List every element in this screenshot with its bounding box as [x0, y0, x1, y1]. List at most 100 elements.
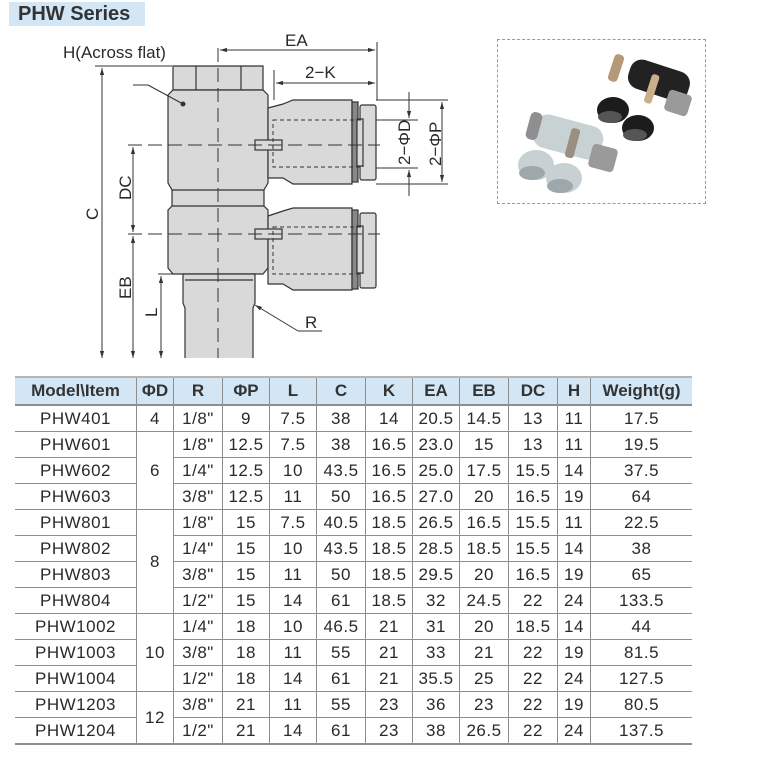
cell-model: PHW1003 — [15, 639, 137, 666]
cell-weight: 38 — [590, 535, 692, 562]
cell-phi-p: 12.5 — [222, 457, 270, 484]
cell-dc: 13 — [508, 405, 558, 432]
cell-weight: 65 — [590, 561, 692, 588]
dimension-drawing: H(Across flat) EA 2−K 2−ΦD 2−ΦP DC C EB … — [63, 31, 448, 358]
cell-weight: 22.5 — [590, 509, 692, 536]
col-header-weight: Weight(g) — [590, 377, 692, 406]
cell-l: 10 — [269, 457, 317, 484]
cell-r: 1/2" — [173, 665, 223, 692]
cell-l: 11 — [269, 561, 317, 588]
cell-model: PHW802 — [15, 535, 137, 562]
cell-r: 3/8" — [173, 639, 223, 666]
label-2k: 2−K — [305, 63, 336, 82]
cell-k: 18.5 — [365, 561, 413, 588]
cell-l: 7.5 — [269, 431, 317, 458]
col-header-phi-d: ΦD — [136, 377, 174, 406]
cell-dc: 22 — [508, 691, 558, 718]
cell-c: 61 — [316, 717, 366, 745]
cell-eb: 16.5 — [459, 509, 509, 536]
cell-phi-d: 10 — [136, 613, 174, 692]
cell-c: 46.5 — [316, 613, 366, 640]
cell-ea: 26.5 — [412, 509, 460, 536]
col-header-phi-p: ΦP — [222, 377, 270, 406]
cell-l: 14 — [269, 587, 317, 614]
cell-model: PHW801 — [15, 509, 137, 536]
cell-dc: 22 — [508, 587, 558, 614]
cell-r: 1/2" — [173, 717, 223, 745]
cell-eb: 14.5 — [459, 405, 509, 432]
cell-model: PHW1203 — [15, 691, 137, 718]
cell-eb: 21 — [459, 639, 509, 666]
lower-branch — [267, 207, 353, 291]
cell-dc: 15.5 — [508, 509, 558, 536]
cell-model: PHW401 — [15, 405, 137, 432]
cell-k: 18.5 — [365, 535, 413, 562]
cell-c: 61 — [316, 665, 366, 692]
cell-phi-p: 21 — [222, 691, 270, 718]
cell-eb: 17.5 — [459, 457, 509, 484]
cell-k: 16.5 — [365, 431, 413, 458]
cell-k: 21 — [365, 613, 413, 640]
col-header-c: C — [316, 377, 366, 406]
cell-ea: 23.0 — [412, 431, 460, 458]
upper-branch — [267, 99, 353, 185]
cell-weight: 137.5 — [590, 717, 692, 745]
cell-phi-p: 18 — [222, 665, 270, 692]
cell-h: 14 — [557, 535, 591, 562]
cell-c: 61 — [316, 587, 366, 614]
label-h-across-flat: H(Across flat) — [63, 43, 166, 62]
thread-stem — [182, 273, 256, 358]
cell-c: 55 — [316, 639, 366, 666]
cell-model: PHW1004 — [15, 665, 137, 692]
cell-model: PHW803 — [15, 561, 137, 588]
cell-weight: 81.5 — [590, 639, 692, 666]
cell-r: 1/8" — [173, 509, 223, 536]
label-2-phi-p: 2−ΦP — [426, 122, 445, 166]
cell-dc: 22 — [508, 639, 558, 666]
cell-h: 24 — [557, 665, 591, 692]
cell-dc: 16.5 — [508, 483, 558, 510]
cell-model: PHW601 — [15, 431, 137, 458]
cell-ea: 38 — [412, 717, 460, 745]
cell-ea: 32 — [412, 587, 460, 614]
col-header-l: L — [269, 377, 317, 406]
cell-r: 3/8" — [173, 561, 223, 588]
cell-eb: 18.5 — [459, 535, 509, 562]
cell-k: 21 — [365, 639, 413, 666]
cell-l: 7.5 — [269, 509, 317, 536]
cell-ea: 25.0 — [412, 457, 460, 484]
cell-r: 1/4" — [173, 535, 223, 562]
label-ea: EA — [285, 31, 308, 50]
cell-c: 40.5 — [316, 509, 366, 536]
cell-c: 55 — [316, 691, 366, 718]
cell-phi-p: 18 — [222, 639, 270, 666]
gray-fitting-image — [518, 112, 618, 193]
cell-weight: 64 — [590, 483, 692, 510]
cell-r: 3/8" — [173, 483, 223, 510]
cell-dc: 18.5 — [508, 613, 558, 640]
cell-phi-p: 21 — [222, 717, 270, 745]
cell-phi-p: 15 — [222, 535, 270, 562]
cell-h: 11 — [557, 431, 591, 458]
cell-l: 11 — [269, 483, 317, 510]
cell-l: 14 — [269, 665, 317, 692]
cell-r: 1/8" — [173, 431, 223, 458]
cell-c: 50 — [316, 483, 366, 510]
cell-ea: 31 — [412, 613, 460, 640]
cell-eb: 25 — [459, 665, 509, 692]
cell-h: 19 — [557, 483, 591, 510]
cell-h: 19 — [557, 639, 591, 666]
cell-phi-d: 12 — [136, 691, 174, 745]
cell-h: 24 — [557, 717, 591, 745]
cell-dc: 22 — [508, 717, 558, 745]
cell-weight: 127.5 — [590, 665, 692, 692]
cell-phi-p: 9 — [222, 405, 270, 432]
cell-phi-p: 12.5 — [222, 431, 270, 458]
cell-dc: 15.5 — [508, 535, 558, 562]
cell-ea: 28.5 — [412, 535, 460, 562]
cell-c: 43.5 — [316, 535, 366, 562]
cell-weight: 133.5 — [590, 587, 692, 614]
